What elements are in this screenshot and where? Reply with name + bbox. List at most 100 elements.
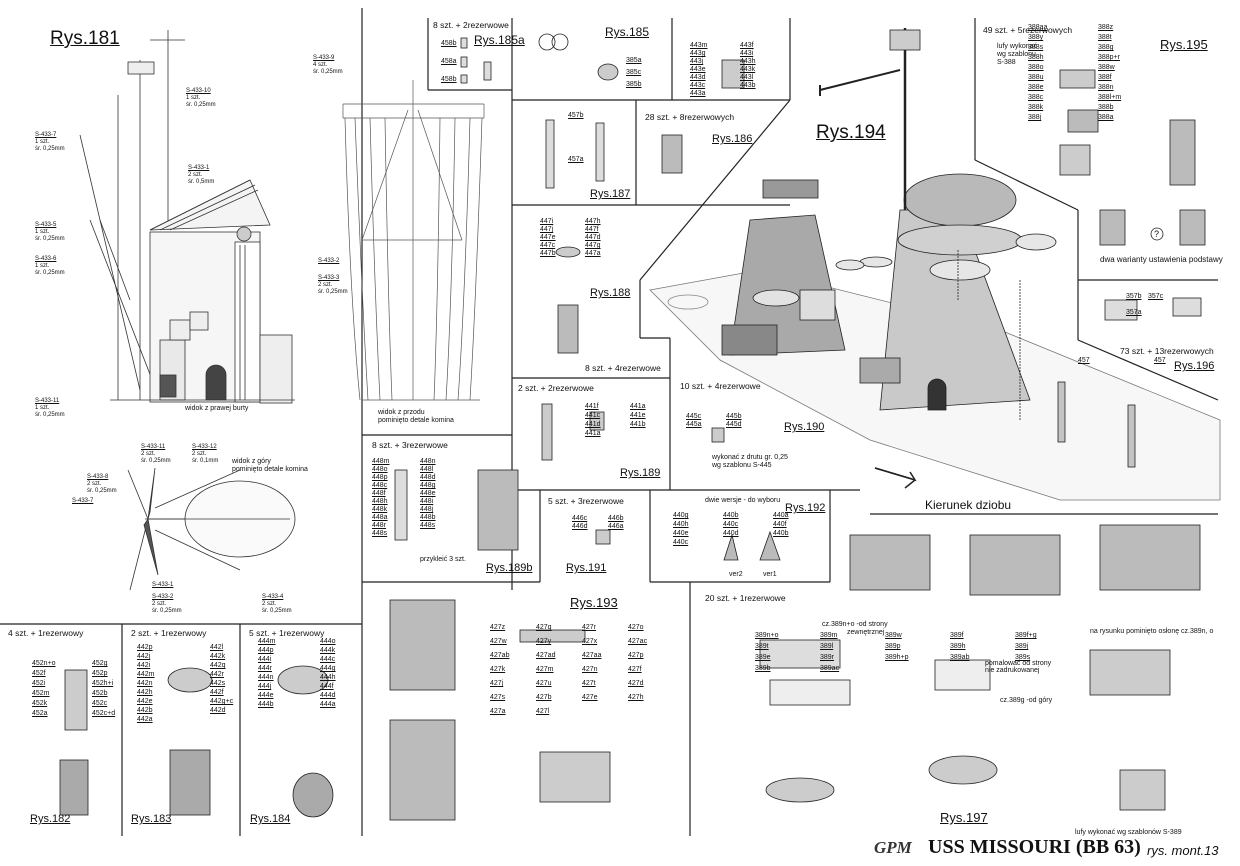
note-front-view-2: pominięto detale komina [378,417,454,424]
part-label-p185r-7: 443k [740,66,756,73]
part-label-p184-9: 444h [320,674,336,681]
part-label-p184-2: 444p [258,647,274,654]
rys181-label-d-line-2: śr. 0,25mm [35,236,65,242]
part-label-p185-2: 385b [626,81,642,88]
note-barrels-195-3: S-388 [997,59,1016,66]
part-label-p189-6: 441a [585,430,601,437]
part-label-p191-3: 446a [608,523,624,530]
rys181-label-c-line-0: S-433-1 [188,165,210,171]
rys181-label-b-line-0: S-433-7 [35,132,57,138]
part-label-p192-3: 440h [673,521,689,528]
part-label-p197-11: 389r [820,654,835,661]
part-label-p196-1: 357c [1148,293,1164,300]
part-label-p184-7: 444g [320,665,336,672]
part-label-p189b-7: 448g [420,482,436,489]
mast-side-view [79,30,295,404]
part-label-p183-0: 442p [137,644,153,651]
footer-title: USS MISSOURI (BB 63) [928,836,1141,858]
rys181-label-k-line-1: 2 szt. [192,451,207,457]
part-label-p191-0: 446c [572,515,588,522]
part-label-p196-0: 357b [1126,293,1142,300]
part-label-p197-7: 389p [885,643,901,650]
part-label-p193-18: 427t [582,680,596,687]
part-label-p189b-1: 448n [420,458,436,465]
part-label-p195-3: 388t [1098,34,1112,41]
figure-189b-title: Rys.189b [486,562,533,574]
part-label-p189b-9: 448e [420,490,436,497]
rys181-label-e-line-0: S-433-6 [35,256,57,262]
part-label-p189b-15: 448b [420,514,436,521]
part-label-p196-2: 357a [1126,309,1142,316]
rys181-label-g-line-2: śr. 0,25mm [313,69,343,75]
part-label-p193-17: 427u [536,680,552,687]
figure-186-title: Rys.186 [712,133,753,145]
part-label-p189b-18: 448s [372,530,388,537]
part-label-p184-14: 444b [258,701,274,708]
part-label-p183-12: 442e [137,698,153,705]
part-label-p193-21: 427b [536,694,552,701]
part-label-p182-5: 452h+i [92,680,114,687]
part-label-p183-16: 442a [137,716,153,723]
figure-197-title: Rys.197 [940,810,988,825]
part-label-p183-10: 442h [137,689,153,696]
figure-182-title: Rys.182 [30,813,71,825]
rys181-label-a-line-1: 1 szt. [186,95,201,101]
rys181-label-m-line-0: S-433-7 [72,498,94,504]
part-label-p183-11: 442f [210,689,224,696]
note-wire-2: wg szablonu S-445 [712,462,772,469]
part-label-p197-16: 389ac [820,665,840,672]
note-two-variants: dwa warianty ustawienia podstawy [1100,255,1223,264]
part-label-p182-6: 452m [32,690,50,697]
part-label-p197-6: 389l [820,643,834,650]
part-label-p187-1: 457a [568,156,584,163]
part-label-p192-5: 440f [773,521,787,528]
part-label-p183-1: 442l [210,644,224,651]
part-label-p189-5: 441b [630,421,646,428]
part-label-p192-8: 440b [773,530,789,537]
part-label-p182-9: 452c [92,700,108,707]
part-label-p182-11: 452c+d [92,710,116,717]
rys181-label-i-line-2: śr. 0,25mm [318,289,348,295]
part-label-p193-4: 427w [490,638,507,645]
part-label-p183-14: 442b [137,707,153,714]
part-label-p193-10: 427aa [582,652,602,659]
part-label-p193-15: 427f [628,666,642,673]
note-paint-389w-1: pomalować od strony [985,660,1052,667]
part-label-p185r-4: 443j [690,58,704,65]
rys181-label-k-line-0: S-433-12 [192,444,217,450]
figure-193-title: Rys.193 [570,595,618,610]
part-label-p185r-1: 443f [740,42,754,49]
part-label-p189b-4: 448p [372,474,388,481]
part-label-p195-13: 388n [1098,84,1114,91]
part-label-p189-0: 441f [585,403,599,410]
rys181-label-b-line-1: 1 szt. [35,139,50,145]
part-label-p197-15: 389b [755,665,771,672]
part-label-p195-15: 388l+m [1098,94,1122,101]
part-label-p195-9: 388w [1098,64,1115,71]
part-label-p189b-16: 448r [372,522,387,529]
part-label-p183-8: 442n [137,680,153,687]
note-ver2: ver2 [729,571,743,578]
part-label-p183-2: 442j [137,653,151,660]
note-two-versions: dwie wersje - do wyboru [705,497,781,504]
count-189b: 8 szt. + 3rezerwowe [372,440,448,450]
part-label-p193-11: 427p [628,652,644,659]
part-label-p185r-12: 443a [690,90,706,97]
part-label-p189b-0: 448m [372,458,390,465]
part-label-p189b-10: 448h [372,498,388,505]
part-label-p195-19: 388a [1098,114,1114,121]
part-label-p184-10: 444j [258,683,272,690]
rys181-label-l-line-1: 2 szt. [87,481,102,487]
part-label-p185r-9: 443l [740,74,754,81]
part-label-p193-5: 427y [536,638,552,645]
count-184: 5 szt. + 1rezerwowy [249,628,325,638]
part-label-p182-10: 452a [32,710,48,717]
part-label-p182-8: 452k [32,700,48,707]
part-label-p193-6: 427x [582,638,598,645]
part-drawings [59,33,1206,821]
figure-185a-title: Rys.185a [474,33,525,47]
part-label-p185r-10: 443c [690,82,706,89]
part-label-p192-9: 440c [673,539,689,546]
part-label-p183-4: 442i [137,662,151,669]
